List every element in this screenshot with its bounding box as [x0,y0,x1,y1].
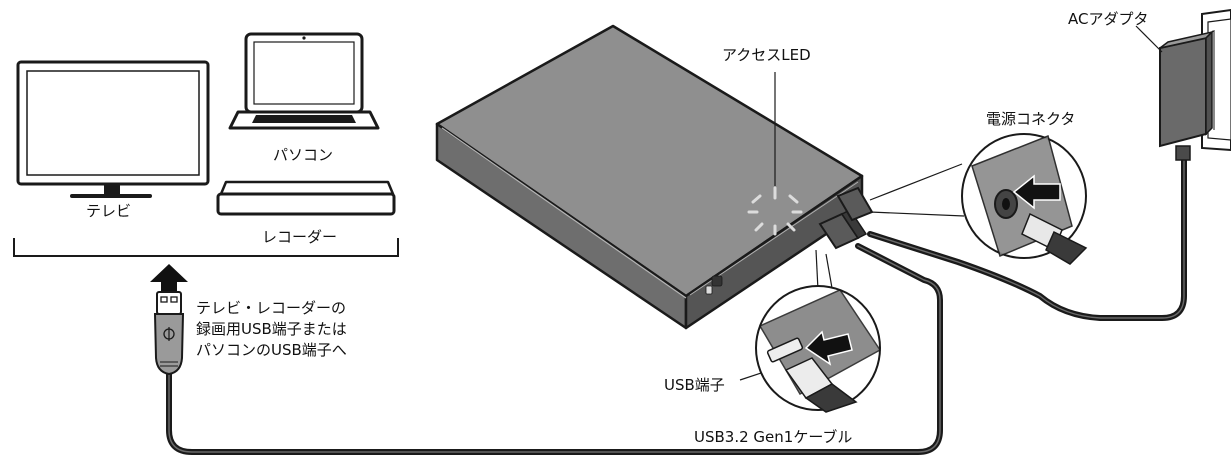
device-group-bracket [13,238,399,257]
usb-cable-label: USB3.2 Gen1ケーブル [694,428,853,446]
ac-adapter-icon [1159,30,1215,161]
usb-cable-line [166,243,943,455]
recorder-icon [216,180,396,216]
power-zoom-leader-1 [869,163,963,201]
instruction-line-1: テレビ・レコーダーの [196,299,347,317]
up-arrow-icon [150,264,188,292]
usb-zoom-leader-2 [825,253,833,289]
ac-adapter-leader [1135,25,1163,53]
hdd-device [435,24,864,330]
ac-adapter-label: ACアダプタ [1068,10,1149,28]
access-led-label: アクセスLED [722,46,811,64]
power-zoom-leader-2 [869,211,965,217]
recorder-label: レコーダー [262,228,338,246]
power-cable-line [867,155,1187,321]
instruction-line-2: 録画用USB端子または [196,320,347,338]
instruction-line-3: パソコンのUSB端子へ [196,341,347,359]
tv-icon [16,60,210,198]
usb-zoom-leader-1 [815,249,819,291]
usb-connector-plug [818,209,868,250]
access-led-icon [747,186,803,236]
laptop-icon [228,32,380,130]
pc-label: パソコン [273,146,334,164]
power-connector-zoom [961,133,1088,265]
usb-plug-icon [153,291,185,376]
usb-port-label: USB端子 [664,376,725,394]
connection-instruction: テレビ・レコーダーの 録画用USB端子または パソコンのUSB端子へ [196,298,347,361]
usb-port-zoom [755,285,882,413]
power-connector-label: 電源コネクタ [986,110,1076,128]
tv-label: テレビ [86,202,132,220]
